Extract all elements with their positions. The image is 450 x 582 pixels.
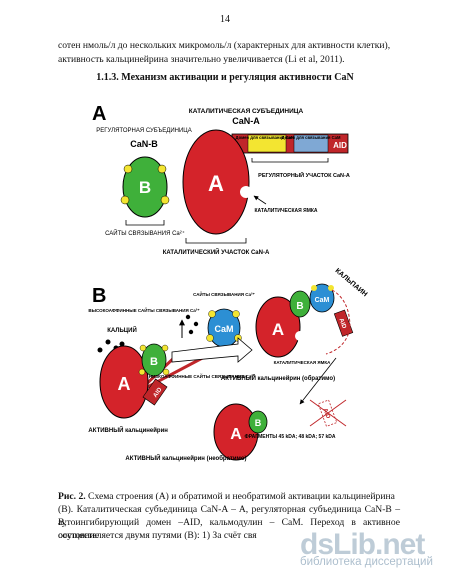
- reg-subunit-title: РЕГУЛЯТОРНАЯ СУБЪЕДИНИЦА: [96, 128, 191, 134]
- page-number: 14: [220, 14, 230, 25]
- active-b-letter: B: [296, 301, 303, 312]
- intro-line-2: активность кальцинейрина значительно уве…: [58, 54, 345, 65]
- caption-line-3: аутоингибирующий домен –AID, кальмодулин…: [58, 517, 400, 541]
- active-irrev-label: АКТИВНЫЙ кальцинейрин (необратимо): [125, 454, 246, 462]
- caption-text-1: Схема строения (А) и обратимой и необрат…: [88, 491, 395, 502]
- active-cam-letter: CaM: [315, 297, 330, 304]
- caption-line-1: Рис. 2. Схема строения (А) и обратимой и…: [58, 491, 400, 504]
- active-irreversible: A B: [213, 403, 268, 461]
- reg-subunit-name: CaN-B: [130, 139, 158, 149]
- panel-a-letter: A: [92, 103, 106, 125]
- cat-pocket-label: КАТАЛИТИЧЕСКАЯ ЯМКА: [254, 208, 317, 214]
- inactive-b-letter: B: [150, 356, 158, 368]
- active-cat-pocket-label: КАТАЛИТИЧЕСКАЯ ЯМКА: [274, 360, 332, 365]
- inactive-aid-label: AID: [153, 386, 164, 398]
- active-rev-label: АКТИВНЫЙ кальцинейрин (обратимо): [221, 374, 335, 382]
- active-a-letter: A: [272, 320, 284, 339]
- cana-letter: A: [208, 171, 224, 196]
- inactive-label: НЕАКТИВНЫЙ кальцинейрин: [88, 426, 168, 434]
- cam-sites-label: САЙТЫ СВЯЗЫВАНИЯ Ca²⁺: [193, 290, 255, 297]
- caption-label: Рис. 2.: [58, 491, 86, 502]
- aid-label: AID: [333, 141, 347, 150]
- canb-letter: B: [139, 178, 151, 197]
- ca-sites-label: САЙТЫ СВЯЗЫВАНИЯ Ca²⁺: [105, 229, 185, 237]
- section-heading: 1.1.3. Механизм активации и регуляция ак…: [96, 72, 354, 83]
- reg-site-label: РЕГУЛЯТОРНЫЙ УЧАСТОК CaN-A: [258, 171, 350, 179]
- cleaved-aid: AID: [309, 399, 347, 427]
- cam-letter: CaM: [214, 324, 233, 334]
- cam-molecule: CaM: [206, 308, 242, 348]
- irrev-b-letter: B: [255, 418, 262, 428]
- low-aff-label: НИЗКОАФФИННЫЕ САЙТЫ СВЯЗЫВАНИЯ Ca²⁺: [149, 372, 256, 379]
- panel-b-letter: B: [92, 285, 106, 307]
- inactive-a-letter: A: [118, 374, 131, 394]
- calpain-label: КАЛЬПАИН: [334, 267, 369, 298]
- canb-subunit: B: [120, 156, 170, 218]
- domain-canb-label: Домен для связывания CaN-B: [236, 135, 299, 140]
- fragments-label: ФРАГМЕНТЫ 45 kDA; 48 kDA; 57 kDA: [244, 434, 335, 440]
- cat-subunit-name: CaN-A: [232, 116, 260, 126]
- watermark: dsLib.net библиотека диссертаций: [300, 528, 450, 582]
- activation-arrow: [171, 337, 253, 363]
- intro-line-1: сотен нмоль/л до нескольких микромоль/л …: [58, 40, 391, 51]
- cleaved-aid-label: AID: [322, 408, 331, 420]
- watermark-logo: dsLib.net: [300, 528, 425, 561]
- inactive-calcineurin: A B AID: [99, 343, 211, 419]
- domain-canb-box: [247, 134, 287, 153]
- active-reversible: A B CaM AID: [255, 283, 354, 358]
- cat-subunit-title: КАТАЛИТИЧЕСКАЯ СУБЪЕДИНИЦА: [189, 108, 304, 115]
- calcium-dots-2: [185, 314, 199, 335]
- domain-cam-box: [293, 134, 329, 153]
- high-aff-label: ВЫСОКОАФФИННЫЕ САЙТЫ СВЯЗЫВАНИЯ Ca²⁺: [88, 306, 200, 313]
- irrev-a-letter: A: [230, 426, 242, 443]
- caption-line-2: (В). Каталитическая субъединица CaN-A – …: [58, 504, 400, 528]
- calcium-label: КАЛЬЦИЙ: [107, 326, 137, 334]
- figure-diagram: A РЕГУЛЯТОРНАЯ СУБЪЕДИНИЦА CaN-B B САЙТЫ…: [88, 103, 369, 462]
- active-aid-label: AID: [338, 318, 347, 330]
- watermark-subtitle: библиотека диссертаций: [300, 556, 433, 568]
- caption-line-4: осуществляется двумя путями (В): 1) За с…: [58, 530, 257, 541]
- cat-site-label: КАТАЛИТИЧЕСКИЙ УЧАСТОК CaN-A: [163, 248, 270, 256]
- domain-cam-label: Домен для связывания CaM: [282, 135, 341, 140]
